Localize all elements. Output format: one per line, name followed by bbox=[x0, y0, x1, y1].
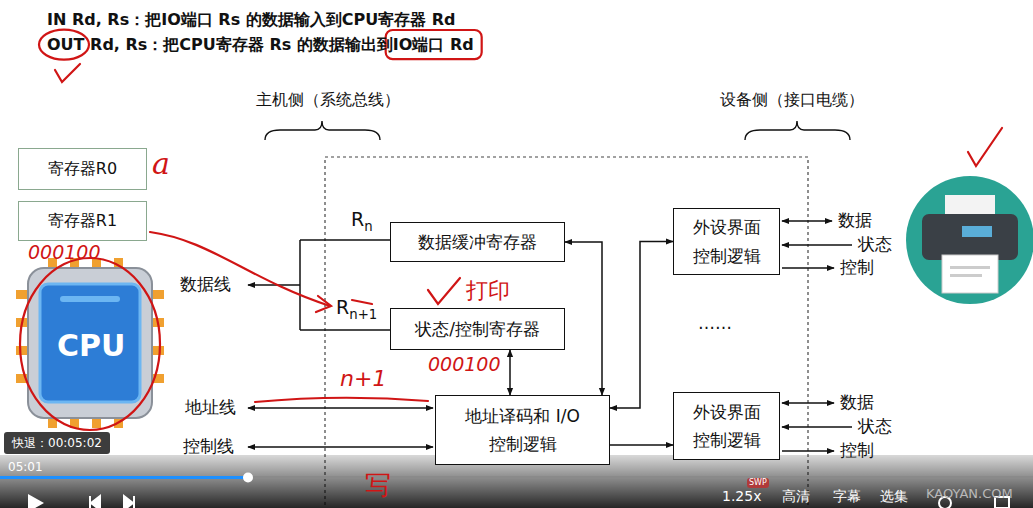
signal-name: 控制 bbox=[840, 257, 874, 277]
box-text: 状态/控制寄存器 bbox=[415, 315, 540, 343]
box-text: 地址译码和 I/O 控制逻辑 bbox=[464, 402, 582, 458]
handwritten-note: a bbox=[152, 146, 170, 182]
video-speed: 1.25x bbox=[722, 488, 761, 505]
handwritten-note: 打印 bbox=[466, 278, 510, 304]
handwritten-note: 000100 bbox=[428, 353, 501, 376]
register-box: 寄存器R0 bbox=[18, 148, 147, 190]
connector bbox=[610, 242, 673, 409]
brace bbox=[745, 121, 850, 140]
video-time: 05:01 bbox=[8, 460, 43, 474]
box-text: 寄存器R1 bbox=[48, 208, 117, 234]
watermark: KAOYAN.COM bbox=[926, 486, 1013, 502]
signal-name: 数据 bbox=[838, 210, 872, 230]
connector bbox=[509, 350, 511, 395]
decode-logic-box: 地址译码和 I/O 控制逻辑 bbox=[435, 395, 610, 465]
video-button: 高清 bbox=[782, 488, 810, 505]
signal-name: 控制线 bbox=[183, 436, 234, 456]
video-button: 字幕 bbox=[833, 488, 861, 505]
device-logic-box: 外设界面 控制逻辑 bbox=[673, 208, 780, 275]
register-name: Rn+1 bbox=[336, 296, 377, 323]
connector bbox=[565, 242, 602, 395]
video-tooltip: 快退：00:05:02 bbox=[4, 432, 110, 454]
signal-name: 控制 bbox=[840, 440, 874, 460]
box-text: 数据缓冲寄存器 bbox=[418, 228, 537, 256]
instruction-text: IN Rd, Rs：把IO端口 Rs 的数据输入到CPU寄存器 Rd bbox=[47, 10, 456, 29]
side-caption: 设备侧（接口电缆） bbox=[720, 90, 864, 109]
signal-name: 数据 bbox=[840, 392, 874, 412]
signal-name: 状态 bbox=[858, 234, 892, 254]
handwritten-note: n+1 bbox=[340, 366, 386, 392]
brace bbox=[265, 121, 380, 140]
register-box: 寄存器R1 bbox=[18, 201, 147, 241]
status-register-box: 状态/控制寄存器 bbox=[390, 308, 565, 350]
signal-name: 地址线 bbox=[185, 397, 236, 417]
printer-icon bbox=[906, 176, 1033, 304]
connector bbox=[610, 444, 673, 446]
ellipsis: …… bbox=[698, 313, 732, 333]
box-text: 外设界面 控制逻辑 bbox=[687, 213, 767, 269]
signal-name: 数据线 bbox=[180, 274, 231, 294]
box-text: 寄存器R0 bbox=[48, 156, 117, 182]
handwritten-note: 000100 bbox=[28, 243, 101, 262]
video-badge: SWP bbox=[747, 478, 769, 488]
handwritten-annotation bbox=[20, 64, 1002, 430]
buffer-register-box: 数据缓冲寄存器 bbox=[390, 222, 565, 262]
instruction-text: OUT Rd, Rs：把CPU寄存器 Rs 的数据输出到IO端口 Rd bbox=[47, 35, 474, 54]
device-logic-box: 外设界面 控制逻辑 bbox=[673, 392, 780, 460]
chip-label: CPU bbox=[57, 328, 125, 364]
signal-name: 状态 bbox=[858, 416, 892, 436]
handwritten-note: 写 bbox=[365, 470, 391, 501]
video-button: 选集 bbox=[880, 488, 908, 505]
side-caption: 主机侧（系统总线） bbox=[256, 90, 400, 109]
register-name: Rn bbox=[351, 208, 373, 235]
box-text: 外设界面 控制逻辑 bbox=[687, 398, 767, 454]
handwritten-annotation bbox=[39, 30, 482, 60]
